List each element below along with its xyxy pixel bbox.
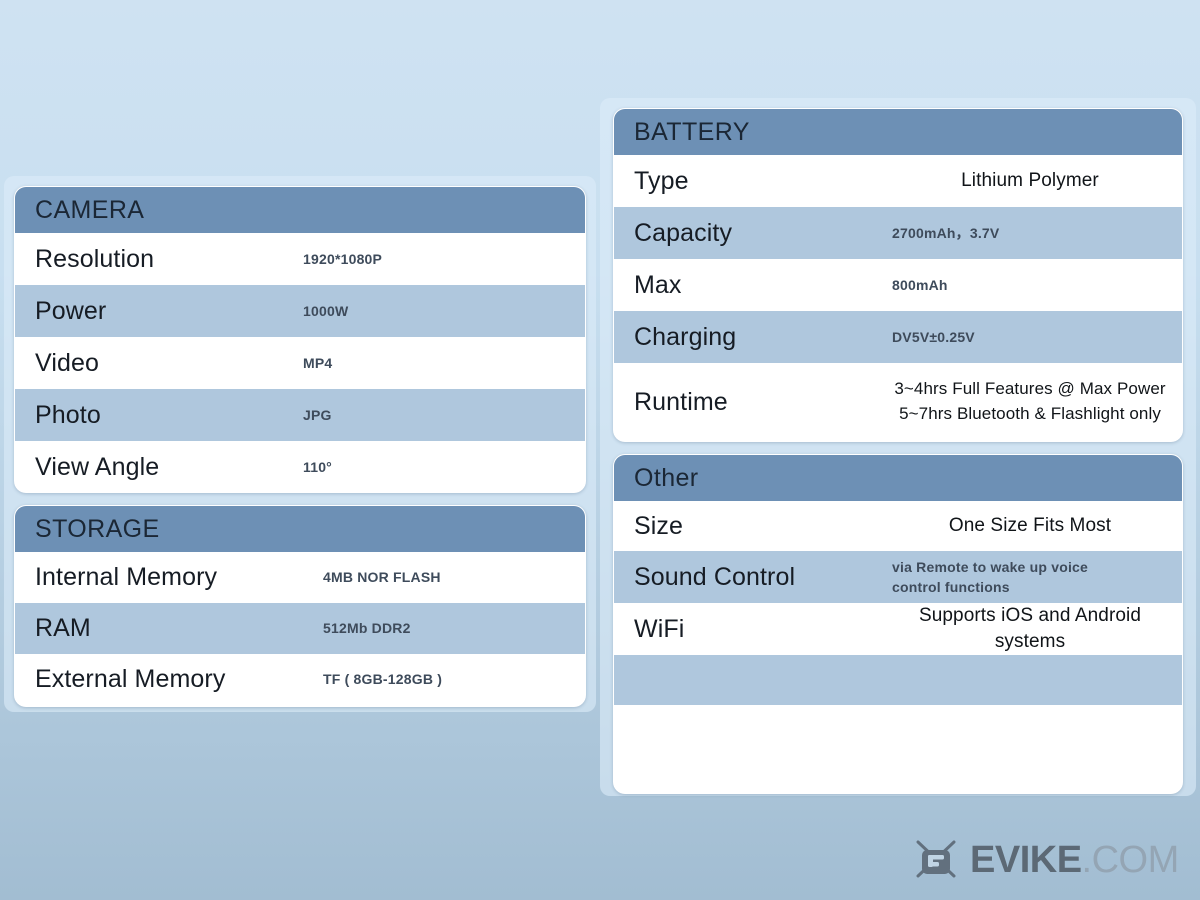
spec-value: Lithium Polymer <box>961 170 1099 192</box>
card-header-other: Other <box>614 455 1182 501</box>
table-row-empty <box>614 655 1182 705</box>
spec-label: Sound Control <box>634 562 796 591</box>
spec-card-other: Other Size One Size Fits Most Sound Cont… <box>613 454 1183 794</box>
spec-value: 3~4hrs Full Features @ Max Power 5~7hrs … <box>894 379 1166 423</box>
spec-value: TF ( 8GB-128GB ) <box>323 671 443 688</box>
spec-value: 800mAh <box>892 276 948 293</box>
table-row: External Memory TF ( 8GB-128GB ) <box>15 654 585 705</box>
table-row-empty <box>614 705 1182 793</box>
table-row: Charging DV5V±0.25V <box>614 311 1182 363</box>
card-title-battery: BATTERY <box>634 117 750 146</box>
spec-label: RAM <box>35 614 91 643</box>
table-row: Photo JPG <box>15 389 585 441</box>
spec-label: View Angle <box>35 452 160 481</box>
table-row: Type Lithium Polymer <box>614 155 1182 207</box>
watermark-brand: EVIKE <box>970 839 1082 881</box>
card-title-storage: STORAGE <box>35 514 160 543</box>
table-row: Power 1000W <box>15 285 585 337</box>
spec-label: Photo <box>35 400 101 429</box>
spec-label: WiFi <box>634 614 685 643</box>
spec-label: Size <box>634 511 684 540</box>
table-row: Video MP4 <box>15 337 585 389</box>
card-title-other: Other <box>634 463 699 492</box>
card-header-storage: STORAGE <box>15 506 585 552</box>
spec-rows-camera: Resolution 1920*1080P Power 1000W Video … <box>15 233 585 492</box>
spec-value: DV5V±0.25V <box>892 328 975 345</box>
table-row: Capacity 2700mAh，3.7V <box>614 207 1182 259</box>
spec-value: JPG <box>303 406 332 423</box>
spec-value: 1000W <box>303 302 349 319</box>
table-row: WiFi Supports iOS and Android systems <box>614 603 1182 655</box>
spec-card-battery: BATTERY Type Lithium Polymer Capacity 27… <box>613 108 1183 442</box>
spec-label: Capacity <box>634 218 733 247</box>
spec-label: Video <box>35 348 99 377</box>
watermark: EVIKE.COM <box>908 832 1188 888</box>
card-header-camera: CAMERA <box>15 187 585 233</box>
spec-value: 1920*1080P <box>303 250 383 267</box>
spec-value: One Size Fits Most <box>948 515 1112 537</box>
spec-value: 512Mb DDR2 <box>323 620 411 637</box>
crossed-rifles-emblem-icon <box>916 840 956 878</box>
table-row: Max 800mAh <box>614 259 1182 311</box>
watermark-text: EVIKE.COM <box>970 841 1179 879</box>
spec-value: 110° <box>303 458 332 475</box>
spec-value: 2700mAh，3.7V <box>892 224 1000 241</box>
table-row: View Angle 110° <box>15 441 585 492</box>
table-row: Internal Memory 4MB NOR FLASH <box>15 552 585 603</box>
spec-rows-battery: Type Lithium Polymer Capacity 2700mAh，3.… <box>614 155 1182 441</box>
spec-label: Resolution <box>35 244 155 273</box>
spec-card-storage: STORAGE Internal Memory 4MB NOR FLASH RA… <box>14 505 586 707</box>
spec-label: Max <box>634 270 682 299</box>
spec-rows-other: Size One Size Fits Most Sound Control vi… <box>614 501 1182 793</box>
table-row: Sound Control via Remote to wake up voic… <box>614 551 1182 603</box>
card-title-camera: CAMERA <box>35 195 145 224</box>
spec-value: 4MB NOR FLASH <box>323 569 441 586</box>
spec-label: Runtime <box>634 387 728 416</box>
spec-card-camera: CAMERA Resolution 1920*1080P Power 1000W… <box>14 186 586 493</box>
spec-rows-storage: Internal Memory 4MB NOR FLASH RAM 512Mb … <box>15 552 585 705</box>
spec-value: MP4 <box>303 354 333 371</box>
spec-label: Type <box>634 166 689 195</box>
spec-value: via Remote to wake up voice control func… <box>892 558 1089 595</box>
watermark-suffix: .COM <box>1081 839 1180 881</box>
spec-label: External Memory <box>35 665 226 694</box>
table-row: Runtime 3~4hrs Full Features @ Max Power… <box>614 363 1182 441</box>
table-row: Resolution 1920*1080P <box>15 233 585 285</box>
table-row: Size One Size Fits Most <box>614 501 1182 551</box>
table-row: RAM 512Mb DDR2 <box>15 603 585 654</box>
spec-value: Supports iOS and Android systems <box>918 605 1142 652</box>
card-header-battery: BATTERY <box>614 109 1182 155</box>
spec-label: Internal Memory <box>35 563 218 592</box>
spec-label: Charging <box>634 322 737 351</box>
spec-label: Power <box>35 296 107 325</box>
